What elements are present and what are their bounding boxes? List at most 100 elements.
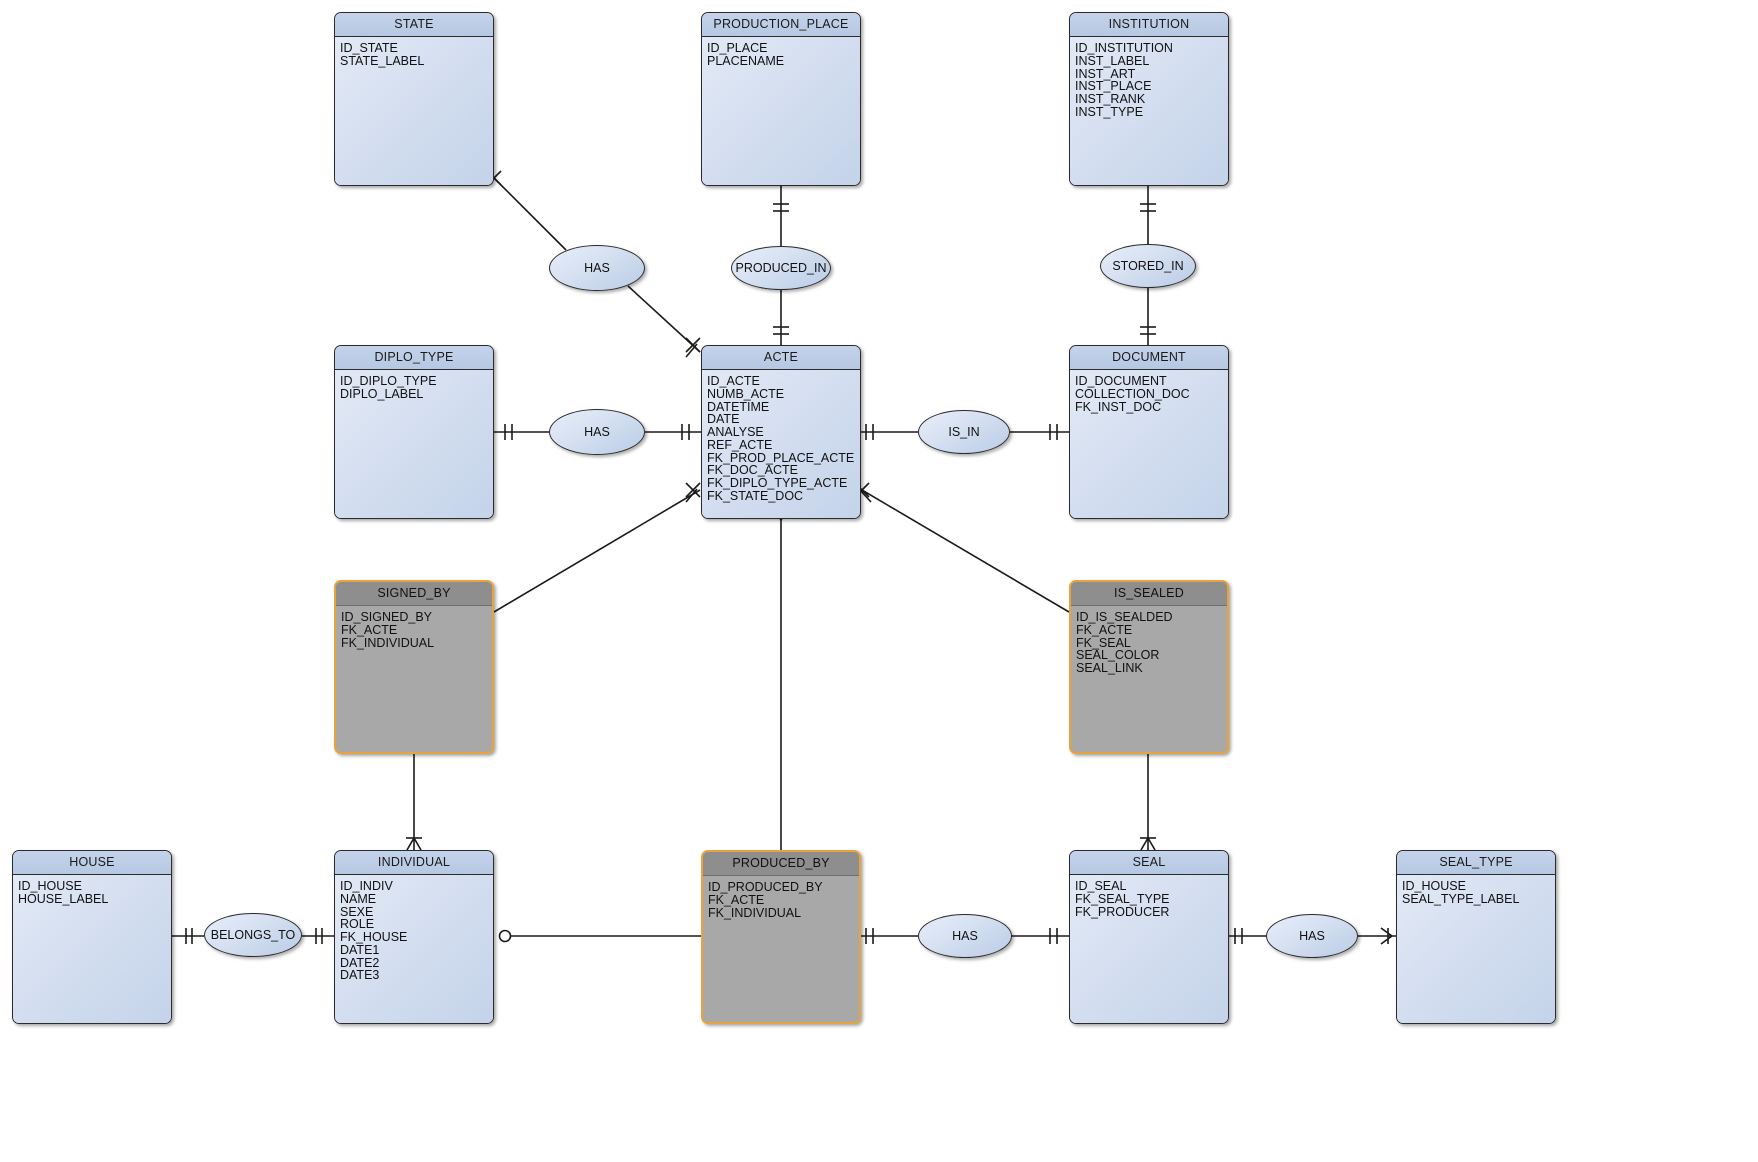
relationship-rel_has_state[interactable]: HAS: [549, 245, 645, 291]
relationship-label: HAS: [1299, 929, 1325, 943]
attribute: DIPLO_LABEL: [340, 386, 424, 401]
relationship-rel_has_prod[interactable]: HAS: [918, 914, 1012, 958]
attribute: ID_ACTE: [707, 374, 760, 388]
relationship-label: HAS: [584, 261, 610, 275]
attribute: DATE3: [340, 968, 380, 983]
entity-title-document: DOCUMENT: [1070, 346, 1228, 370]
attribute: ID_SIGNED_BY: [341, 610, 433, 624]
attribute: FK_INST_DOC: [1075, 399, 1162, 414]
attribute: SEAL_TYPE_LABEL: [1402, 891, 1520, 906]
entity-title-state: STATE: [335, 13, 493, 37]
entity-title-production_place: PRODUCTION_PLACE: [702, 13, 860, 37]
entity-title-acte: ACTE: [702, 346, 860, 370]
attribute: INST_RANK: [1075, 92, 1146, 107]
attribute: ID_SEAL: [1075, 879, 1127, 893]
entity-title-seal: SEAL: [1070, 851, 1228, 875]
entity-title-is_sealed: IS_SEALED: [1071, 582, 1227, 606]
relationship-label: HAS: [584, 425, 610, 439]
attribute: FK_PRODUCER: [1075, 904, 1170, 919]
relationship-rel_has_diplo[interactable]: HAS: [549, 409, 645, 455]
attribute: ROLE: [340, 917, 375, 932]
relationship-label: STORED_IN: [1112, 259, 1184, 273]
attribute: ID_INDIV: [340, 879, 393, 893]
relationship-label: BELONGS_TO: [210, 928, 296, 942]
entity-title-diplo_type: DIPLO_TYPE: [335, 346, 493, 370]
relationship-label: IS_IN: [948, 425, 980, 439]
attribute: FK_INDIVIDUAL: [341, 635, 435, 650]
attribute: FK_STATE_DOC: [707, 489, 804, 504]
relationship-rel_stored_in[interactable]: STORED_IN: [1100, 244, 1196, 288]
attribute: COLLECTION_DOC: [1075, 386, 1190, 401]
entity-title-produced_by: PRODUCED_BY: [703, 852, 859, 876]
relationship-rel_belongs_to[interactable]: BELONGS_TO: [204, 913, 302, 957]
attribute: ID_DIPLO_TYPE: [340, 374, 437, 388]
attribute: FK_PROD_PLACE_ACTE: [707, 450, 855, 465]
attribute: FK_ACTE: [1076, 622, 1133, 637]
attribute: ID_HOUSE: [1402, 879, 1466, 893]
relationship-rel_has_seal[interactable]: HAS: [1266, 914, 1358, 958]
attribute: INST_ART: [1075, 66, 1136, 81]
attribute: FK_SEAL_TYPE: [1075, 891, 1170, 906]
entity-title-individual: INDIVIDUAL: [335, 851, 493, 875]
relationship-label: PRODUCED_IN: [735, 261, 827, 275]
entity-title-seal_type: SEAL_TYPE: [1397, 851, 1555, 875]
attribute: SEAL_COLOR: [1076, 648, 1160, 663]
attribute: DATE2: [340, 955, 380, 970]
attribute: ANALYSE: [707, 425, 764, 440]
attribute: ID_INSTITUTION: [1075, 41, 1173, 55]
attribute: FK_ACTE: [341, 622, 398, 637]
attribute: HOUSE_LABEL: [18, 891, 109, 906]
attribute: ID_PRODUCED_BY: [708, 880, 823, 894]
relationship-rel_is_in[interactable]: IS_IN: [918, 410, 1010, 454]
attribute: NUMB_ACTE: [707, 386, 785, 401]
attribute: PLACENAME: [707, 53, 785, 68]
attribute: DATE: [707, 412, 740, 427]
attribute: NAME: [340, 891, 377, 906]
attribute: STATE_LABEL: [340, 53, 425, 68]
attribute: DATE1: [340, 942, 380, 957]
attribute: DATETIME: [707, 399, 770, 414]
attribute: ID_DOCUMENT: [1075, 374, 1167, 388]
attribute: REF_ACTE: [707, 437, 773, 452]
attribute: FK_ACTE: [708, 892, 765, 907]
attribute: INST_LABEL: [1075, 53, 1150, 68]
attribute: FK_INDIVIDUAL: [708, 905, 802, 920]
attribute: INST_PLACE: [1075, 79, 1152, 94]
entity-title-institution: INSTITUTION: [1070, 13, 1228, 37]
entity-title-signed_by: SIGNED_BY: [336, 582, 492, 606]
attribute: INST_TYPE: [1075, 104, 1144, 119]
relationship-rel_produced_in[interactable]: PRODUCED_IN: [731, 246, 831, 290]
attribute: FK_DOC_ACTE: [707, 463, 798, 478]
attribute: SEXE: [340, 904, 374, 919]
attribute: FK_DIPLO_TYPE_ACTE: [707, 476, 848, 491]
attribute: FK_SEAL: [1076, 635, 1131, 650]
attribute: SEAL_LINK: [1076, 661, 1143, 676]
entity-title-house: HOUSE: [13, 851, 171, 875]
